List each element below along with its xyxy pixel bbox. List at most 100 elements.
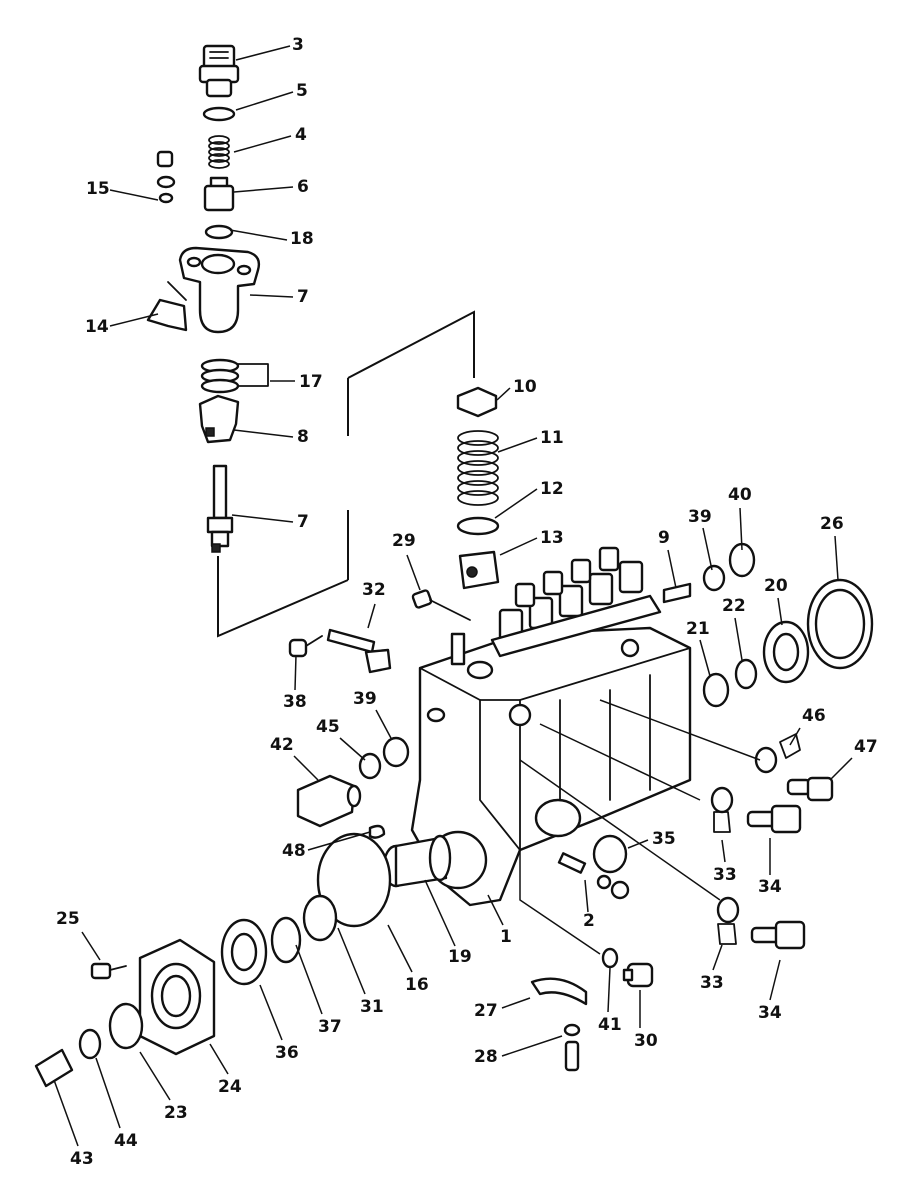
callout-c1: 1: [500, 927, 512, 947]
plug-30: [622, 962, 654, 988]
bolt-34-lower: [750, 920, 806, 950]
washer-33-lower: [716, 896, 740, 945]
callout-c17: 17: [299, 372, 323, 392]
tappet-spring-11: [457, 430, 499, 506]
callout-c34a: 34: [758, 877, 782, 897]
spring-seat-12: [456, 516, 500, 536]
callout-c42: 42: [270, 735, 294, 755]
shim-22: [734, 658, 758, 690]
solenoid-42: [296, 774, 362, 828]
leader-c43: [53, 1079, 79, 1147]
leader-c2: [584, 879, 589, 913]
leader-c21: [699, 639, 711, 677]
callout-c7b: 7: [297, 512, 309, 532]
callout-c25: 25: [56, 909, 80, 929]
callout-c46: 46: [802, 706, 826, 726]
leader-c9: [667, 549, 677, 589]
callout-c15: 15: [86, 179, 110, 199]
leader-c39b: [375, 709, 393, 741]
leader-c16: [387, 924, 413, 973]
leader-c38: [294, 654, 297, 691]
callout-c32: 32: [362, 580, 386, 600]
seal-23: [108, 1002, 144, 1050]
callout-c8: 8: [297, 427, 309, 447]
callout-c18: 18: [290, 229, 314, 249]
callout-c27: 27: [474, 1001, 498, 1021]
leader-c31: [337, 927, 366, 995]
leader-c7b: [231, 514, 294, 523]
bolt-38: [288, 635, 323, 658]
leader-c47: [829, 757, 853, 781]
leader-c40: [739, 507, 743, 551]
washer-44: [78, 1028, 102, 1060]
callout-c14: 14: [85, 317, 109, 337]
leader-c5: [235, 91, 294, 111]
washer-41: [601, 947, 619, 969]
callout-c33b: 33: [700, 973, 724, 993]
delivery-valve-row: [490, 546, 662, 658]
washer-46: [754, 733, 801, 774]
camshaft-19: [382, 834, 452, 888]
callout-c33a: 33: [713, 865, 737, 885]
bracket-27: [530, 977, 588, 1006]
callout-c40: 40: [728, 485, 752, 505]
leader-c45: [339, 737, 366, 761]
bearing-36: [220, 918, 268, 986]
leader-c37: [295, 944, 323, 1015]
bolt-25: [90, 962, 127, 980]
callout-c39b: 39: [353, 689, 377, 709]
callout-c23: 23: [164, 1103, 188, 1123]
callout-c43: 43: [70, 1149, 94, 1169]
leader-c26: [834, 535, 839, 581]
callout-c3: 3: [292, 35, 304, 55]
leader-lines: [53, 45, 853, 1147]
leader-c42: [293, 755, 319, 781]
callout-c5: 5: [296, 81, 308, 101]
callout-c48: 48: [282, 841, 306, 861]
spring-seat-17: [200, 358, 269, 394]
cover-26: [806, 578, 874, 670]
leader-c7a: [249, 294, 294, 298]
seal-21: [702, 672, 730, 708]
leader-c10: [496, 387, 511, 401]
o-ring-5: [202, 106, 236, 122]
callout-c20: 20: [764, 576, 788, 596]
leader-c44: [95, 1057, 121, 1129]
callout-c6: 6: [297, 177, 309, 197]
leader-c46: [789, 727, 801, 746]
ring-39-right: [702, 564, 726, 592]
leader-c11: [497, 437, 538, 453]
leader-c12: [494, 488, 538, 519]
callout-c39a: 39: [688, 507, 712, 527]
leader-c39a: [702, 527, 713, 571]
leader-c13: [499, 537, 538, 556]
callout-c4: 4: [295, 125, 307, 145]
callout-c2: 2: [583, 911, 595, 931]
plunger-7: [206, 464, 234, 553]
leader-c35: [627, 839, 649, 849]
leader-c27: [501, 997, 531, 1009]
callout-c24: 24: [218, 1077, 242, 1097]
bolt-34-upper: [746, 804, 802, 834]
callout-c37: 37: [318, 1017, 342, 1037]
callout-c45: 45: [316, 717, 340, 737]
leader-c48: [307, 831, 371, 851]
tappet-13: [458, 550, 500, 590]
leader-c28: [501, 1035, 563, 1057]
callout-labels: 3546181571417871011121329329394026202221…: [56, 35, 878, 1169]
callout-c28: 28: [474, 1047, 498, 1067]
bracket-14: [146, 298, 188, 332]
callout-c10: 10: [513, 377, 537, 397]
flange-barrel-7: [178, 246, 261, 334]
leader-c36: [259, 984, 283, 1041]
plug-43: [34, 1048, 74, 1088]
adjust-cap-10: [456, 386, 498, 418]
callout-c29: 29: [392, 531, 416, 551]
valve-spring-4: [208, 135, 230, 169]
callout-c30: 30: [634, 1031, 658, 1051]
leader-c6: [233, 186, 294, 193]
leader-c22: [734, 617, 743, 661]
assembly-frame: [217, 310, 475, 638]
callout-c38: 38: [283, 692, 307, 712]
